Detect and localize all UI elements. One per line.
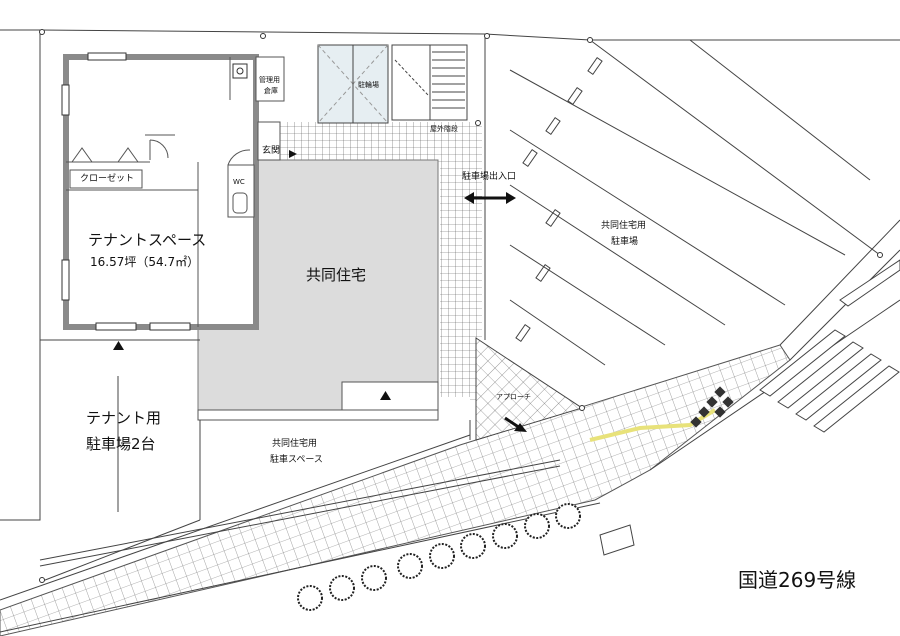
bidirectional-arrow-icon (464, 192, 516, 204)
tree-icon (524, 513, 550, 539)
tree-icon (555, 503, 581, 529)
outdoor-stairs-label: 屋外階段 (430, 125, 458, 133)
tree-icon (329, 575, 355, 601)
storage-label-line1: 管理用 (259, 76, 280, 84)
crosswalk (759, 259, 900, 433)
tenant-parking-label-line1: テナント用 (86, 409, 162, 427)
entrance-arrow-icon (113, 150, 391, 400)
tiled-walkway (280, 122, 584, 441)
outdoor-stairs (391, 44, 468, 121)
tree-row (297, 503, 581, 611)
wc-label: WC (233, 178, 245, 186)
tenant-interior (66, 57, 231, 327)
approach-arrow-icon (504, 416, 527, 432)
tree-icon (460, 533, 486, 559)
tree-icon (397, 553, 423, 579)
tree-icon (429, 543, 455, 569)
apartment-label: 共同住宅 (306, 266, 367, 284)
apartment-parking-label-line2: 駐車場 (611, 237, 639, 247)
tenant-area-label: 16.57坪（54.7㎡） (90, 255, 200, 269)
closet-doors (71, 147, 139, 163)
apartment-space-label-line2: 駐車スペース (270, 455, 323, 465)
entrance-label: 玄関 (262, 146, 281, 156)
tree-icon (492, 523, 518, 549)
storage-room (255, 56, 285, 161)
closet-label: クローゼット (80, 174, 135, 184)
bicycle-parking (317, 44, 389, 124)
tree-icon (297, 585, 323, 611)
approach-label: アプローチ (496, 393, 531, 401)
parking-slots-apartment (509, 39, 871, 366)
route-label: 国道269号線 (738, 568, 857, 592)
storage-label-line2: 倉庫 (264, 87, 278, 95)
apartment-space-label-line1: 共同住宅用 (272, 439, 318, 449)
tenant-space-label: テナントスペース (88, 231, 207, 249)
apartment-lower (341, 381, 439, 411)
tenant-parking-lines (40, 339, 471, 520)
tree-icon (361, 565, 387, 591)
bicycle-parking-label: 駐輪場 (358, 81, 379, 89)
tenant-parking-label-line2: 駐車場2台 (86, 435, 156, 453)
tactile-paving-icon (589, 386, 734, 442)
boundary-markers (39, 29, 883, 583)
closet (69, 169, 143, 189)
parking-entrance-label: 駐車場出入口 (462, 172, 517, 182)
drain-grate (599, 524, 635, 556)
windows (61, 52, 191, 331)
sink-icon (232, 63, 248, 79)
toilet-icon (232, 192, 248, 214)
wc-room (227, 149, 255, 218)
apartment-parking-label-line1: 共同住宅用 (601, 221, 647, 231)
